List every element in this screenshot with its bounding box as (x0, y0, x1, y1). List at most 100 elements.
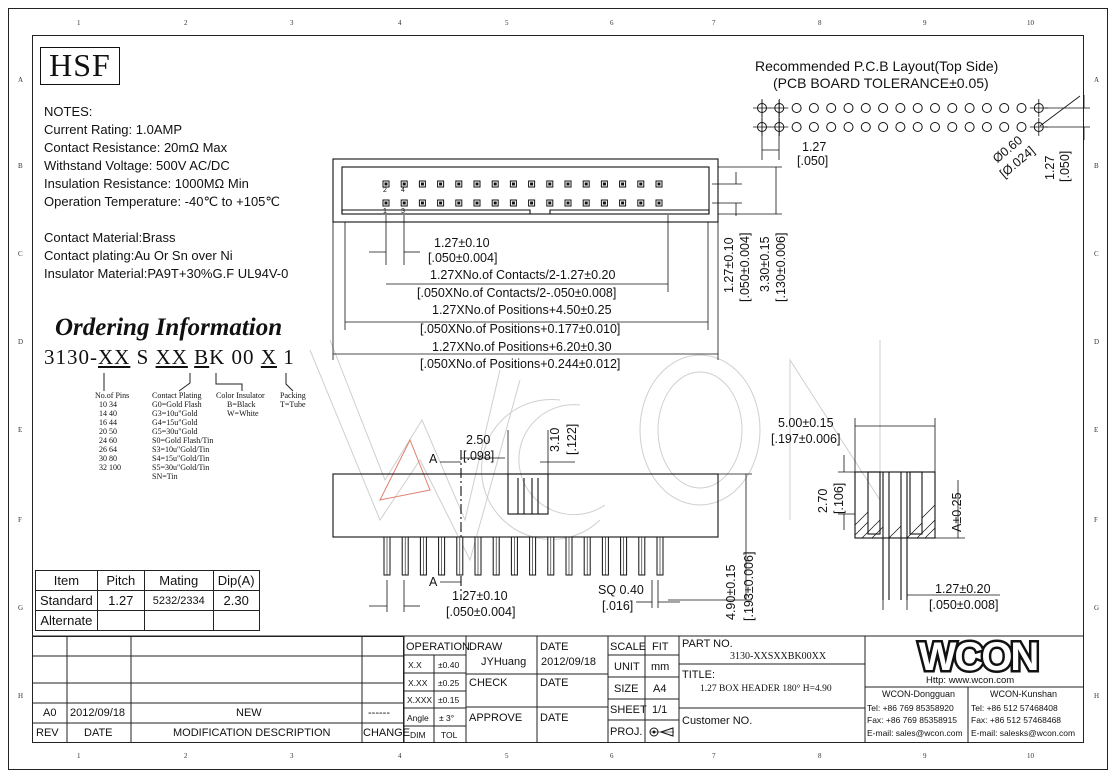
plating-option: G4=15u"Gold (152, 418, 198, 427)
approve-label: APPROVE (469, 712, 523, 724)
table-header-cell: Dip(A) (212, 570, 260, 591)
unit-value: mm (651, 661, 670, 673)
plating-option: SN=Tin (152, 472, 178, 481)
pcb-hole (964, 122, 975, 132)
dim-inner-length: 1.27XNo.of Positions+4.50±0.25 (432, 303, 612, 317)
code-part: K 00 (209, 345, 261, 369)
zone-row-e: E (18, 426, 23, 434)
plating-option: G3=10u"Gold (152, 409, 198, 418)
zone-col-2: 2 (184, 19, 188, 27)
dim-sq-in: [.016] (602, 599, 634, 613)
zone-row-d-r: D (1094, 338, 1100, 346)
pin-pad-core (511, 182, 515, 186)
pins-option: 30 80 (99, 454, 117, 463)
zone-col-6-b: 6 (610, 752, 614, 760)
pin-pad-core (475, 201, 479, 205)
dim-front-pitch: 1.27±0.10 (452, 589, 508, 603)
pcb-hole (1016, 122, 1027, 132)
rev-description: NEW (236, 707, 262, 719)
part-no-label: PART NO. (682, 638, 733, 650)
plating-option: S5=30u"Gold/Tin (152, 463, 210, 472)
color-option: W=White (227, 409, 259, 418)
pcb-hole (912, 103, 923, 113)
pin-label: 4 (401, 187, 405, 194)
outer-frame (8, 8, 1108, 770)
pin-pad-core (420, 201, 424, 205)
pcb-hole (895, 103, 906, 113)
pcb-hole (860, 103, 871, 113)
pcb-hole (981, 122, 992, 132)
kunshan-fax: Fax: +86 512 57468468 (971, 715, 1062, 725)
pcb-pitch-dim-in: [.050] (797, 154, 829, 168)
dim-contacts: 1.27XNo.of Contacts/2-1.27±0.20 (430, 268, 616, 282)
dim-outer-length: 1.27XNo.of Positions+6.20±0.30 (432, 340, 612, 354)
material-line: Contact plating:Au Or Sn over Ni (44, 248, 233, 263)
kunshan-email: E-mail: salesks@wcon.com (971, 728, 1076, 738)
top-view (332, 158, 719, 223)
pins-option: 16 44 (99, 418, 117, 427)
pcb-layout-title: Recommended P.C.B Layout(Top Side) (755, 58, 999, 74)
code-plating: XX (155, 345, 188, 369)
pin-pad-core (602, 182, 606, 186)
pcb-hole (791, 122, 802, 132)
pin-pad-core (384, 182, 388, 186)
dim-pitch: 1.27±0.10 (434, 236, 490, 250)
customer-no-label: Customer NO. (682, 715, 753, 727)
dim-inner-length-in: [.050XNo.of Positions+0.177±0.010] (420, 322, 621, 336)
zone-row-h: H (18, 692, 24, 700)
color-option: B=Black (227, 400, 256, 409)
pcb-hole (878, 122, 889, 132)
section-a-label: A (429, 452, 438, 466)
zone-row-d: D (18, 338, 24, 346)
tol-dim: Angle (407, 713, 429, 723)
dim-pitch-in: [.050±0.004] (428, 251, 498, 265)
top-view-dims (332, 166, 782, 360)
hsf-mark-text: HSF (49, 47, 111, 83)
dongguan-fax: Fax: +86 769 85358915 (867, 715, 958, 725)
dim-width: 5.00±0.15 (778, 416, 834, 430)
plating-option: G0=Gold Flash (152, 400, 202, 409)
pcb-pitch-dim: 1.27 (802, 140, 827, 154)
zone-col-10-b: 10 (1027, 752, 1034, 760)
tol-dim: X.XX (408, 678, 428, 688)
pcb-hole (808, 122, 819, 132)
pin-pad-core (621, 182, 625, 186)
note-line: Operation Temperature: -40℃ to +105℃ (44, 194, 281, 209)
packing-option: T=Tube (280, 400, 306, 409)
zone-col-7-b: 7 (712, 752, 716, 760)
zone-col-4: 4 (398, 19, 402, 27)
title-label: TITLE: (682, 669, 716, 681)
front-view (332, 450, 719, 600)
color-title: Color Insulator (216, 391, 265, 400)
date-label: DATE (540, 712, 569, 724)
zone-col-5-b: 5 (505, 752, 509, 760)
pcb-hole (964, 103, 975, 113)
sheet-value: 1/1 (652, 704, 668, 716)
draw-date: 2012/09/18 (541, 656, 597, 668)
draw-label: DRAW (469, 641, 503, 653)
zone-col-10: 10 (1027, 19, 1034, 27)
packing-title: Packing (280, 391, 306, 400)
modification-label: MODIFICATION DESCRIPTION (173, 727, 331, 739)
packing-options: Packing T=Tube (280, 391, 306, 409)
kunshan-title: WCON-Kunshan (990, 689, 1058, 699)
code-part: 3130- (44, 345, 98, 369)
tol-value: ±0.15 (438, 695, 460, 705)
pin-pad-core (511, 201, 515, 205)
pins-options: No.of Pins 10 34 14 40 16 44 20 50 24 60… (95, 391, 129, 472)
pcb-hole (791, 103, 802, 113)
top-view-pins (382, 180, 663, 207)
side-view-hatch (854, 504, 936, 539)
pin-pad-core (402, 201, 406, 205)
pin-pad-core (493, 201, 497, 205)
zone-row-g: G (18, 604, 24, 612)
date-label: DATE (540, 677, 569, 689)
date-label: DATE (84, 727, 113, 739)
zone-row-g-r: G (1094, 604, 1100, 612)
tol-dim: X.XXX (407, 695, 433, 705)
table-cell (212, 610, 260, 631)
pcb-hole (826, 122, 837, 132)
scale-value: FIT (652, 641, 669, 653)
scale-label: SCALE (610, 641, 647, 653)
tol-value: ±0.40 (438, 660, 460, 670)
